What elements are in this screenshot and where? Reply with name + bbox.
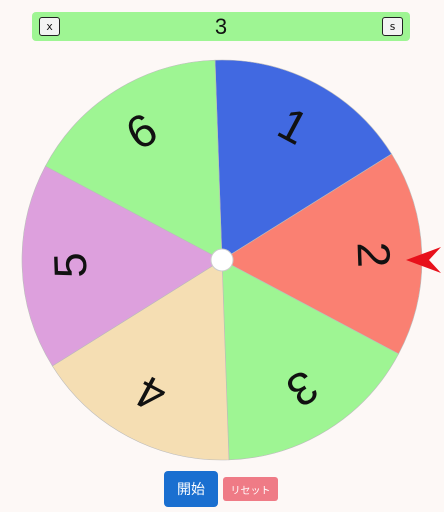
wheel-segment-4 xyxy=(51,259,230,461)
start-button[interactable]: 開始 xyxy=(164,471,218,507)
wheel-segment-5 xyxy=(21,165,223,367)
close-button[interactable]: x xyxy=(39,17,60,36)
result-bar: x 3 s xyxy=(32,12,410,41)
result-display: 3 xyxy=(214,14,228,39)
reset-button[interactable]: リセット xyxy=(223,477,278,501)
wheel-segment-3 xyxy=(221,259,399,461)
wheel-segment-1 xyxy=(214,59,393,261)
wheel-segment-label-5: 5 xyxy=(44,252,97,279)
settings-button[interactable]: s xyxy=(382,17,403,36)
wheel-segment-2 xyxy=(221,153,423,355)
wheel-pointer-icon xyxy=(406,247,441,273)
wheel-segment-6 xyxy=(45,59,223,261)
wheel-hub xyxy=(210,248,234,272)
wheel-segment-label-2: 2 xyxy=(347,241,400,268)
